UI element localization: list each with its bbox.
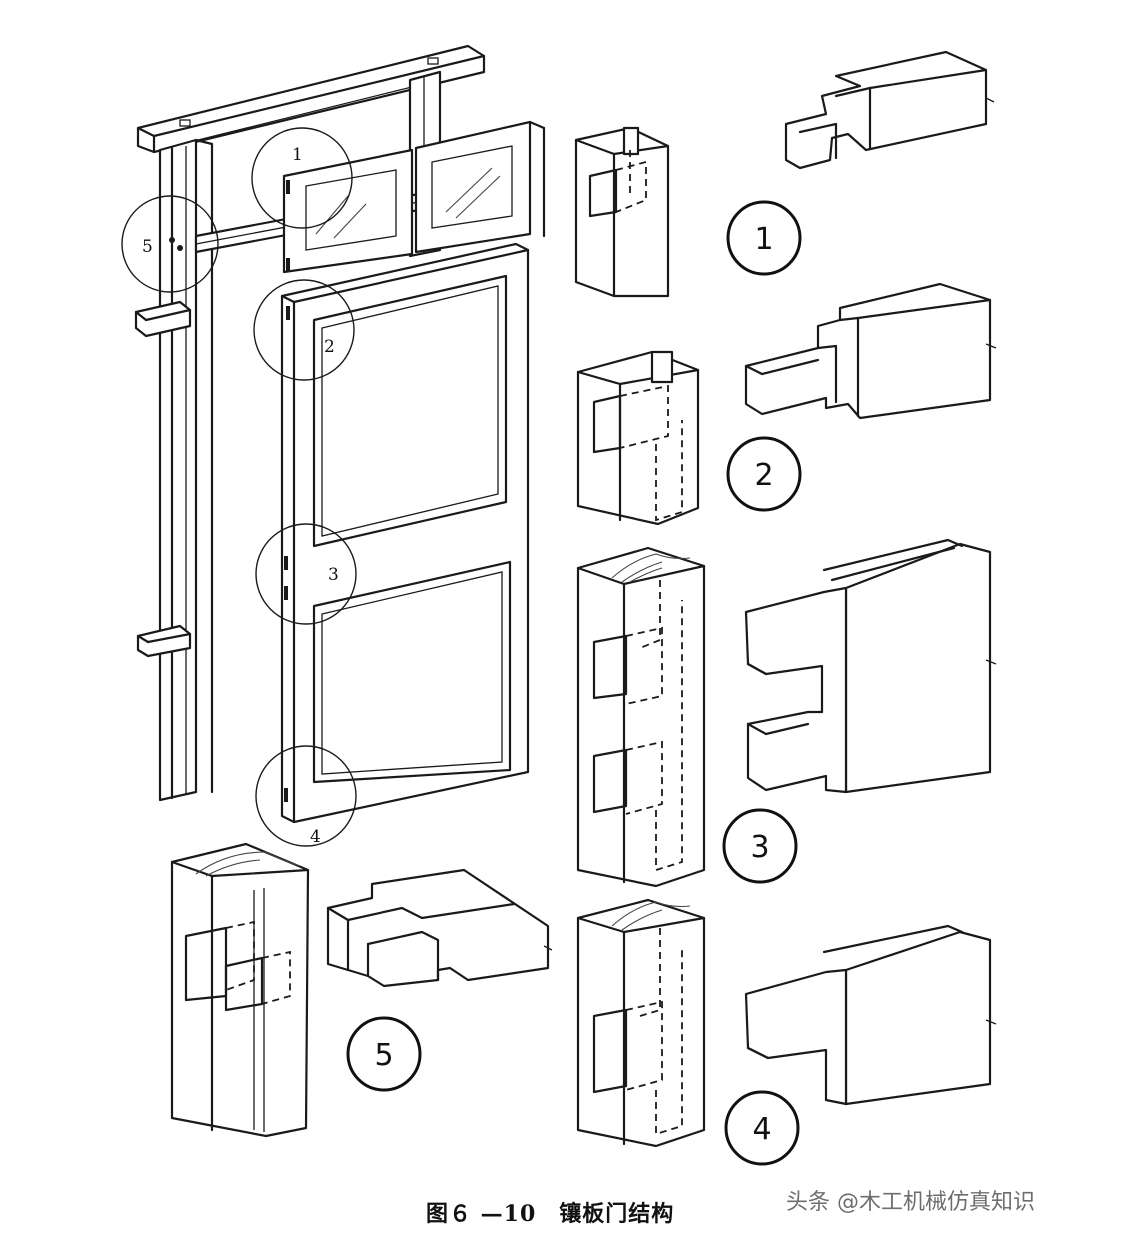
callout-circle-5 (121, 195, 219, 293)
callout-label-2: 2 (324, 337, 335, 357)
detail-3-joint: 3 (576, 538, 997, 888)
detail-badge-label-4: 4 (752, 1112, 771, 1147)
detail-5-joint: 5 (170, 842, 553, 1138)
detail-1-joint: 1 (574, 50, 995, 298)
detail-badge-1 (726, 200, 802, 276)
callout-label-4: 4 (310, 827, 321, 847)
detail-badge-5 (346, 1016, 422, 1092)
callout-label-3: 3 (328, 565, 339, 585)
callout-label-5: 5 (142, 237, 153, 257)
door-leaf (280, 180, 530, 824)
figure-caption: 图６ —10 镶板门结构 (426, 1201, 675, 1227)
detail-badge-label-2: 2 (754, 458, 773, 493)
callout-circle-4 (255, 745, 357, 847)
detail-4-joint: 4 (576, 898, 997, 1166)
callout-circle-3 (255, 523, 357, 625)
detail-badge-4 (724, 1090, 800, 1166)
detail-badge-2 (726, 436, 802, 512)
detail-badge-3 (722, 808, 798, 884)
callout-circle-1 (251, 127, 353, 229)
callout-label-1: 1 (292, 145, 303, 165)
door-callouts: 1 2 3 4 5 (121, 127, 357, 847)
detail-badge-label-5: 5 (374, 1038, 393, 1073)
transom-sash (282, 120, 546, 274)
watermark-text: 头条 @木工机械仿真知识 (786, 1190, 1035, 1215)
callout-circle-2 (253, 279, 355, 381)
detail-badge-label-3: 3 (750, 830, 769, 865)
detail-2-joint: 2 (576, 282, 997, 526)
detail-badge-label-1: 1 (754, 222, 773, 257)
